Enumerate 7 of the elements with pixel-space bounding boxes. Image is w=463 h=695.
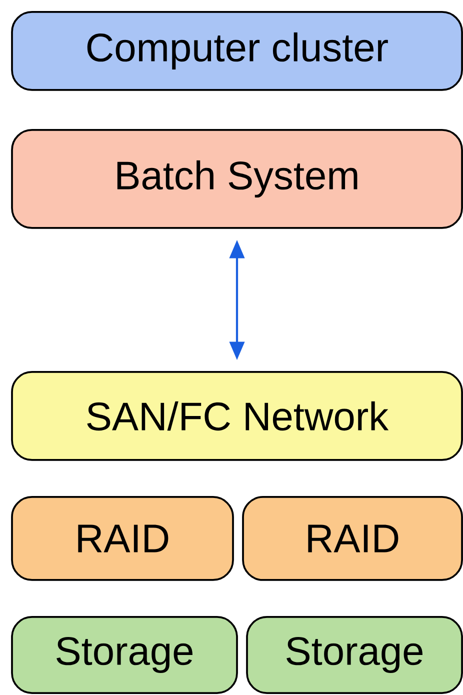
layer-box: Computer cluster	[11, 11, 463, 91]
layer-box: RAID	[242, 496, 463, 581]
layer-box: Batch System	[11, 129, 463, 229]
layer-box: RAID	[11, 496, 234, 581]
layer-box: SAN/FC Network	[11, 371, 463, 461]
layer-box: Storage	[246, 616, 463, 694]
layer-box: Storage	[11, 616, 238, 694]
